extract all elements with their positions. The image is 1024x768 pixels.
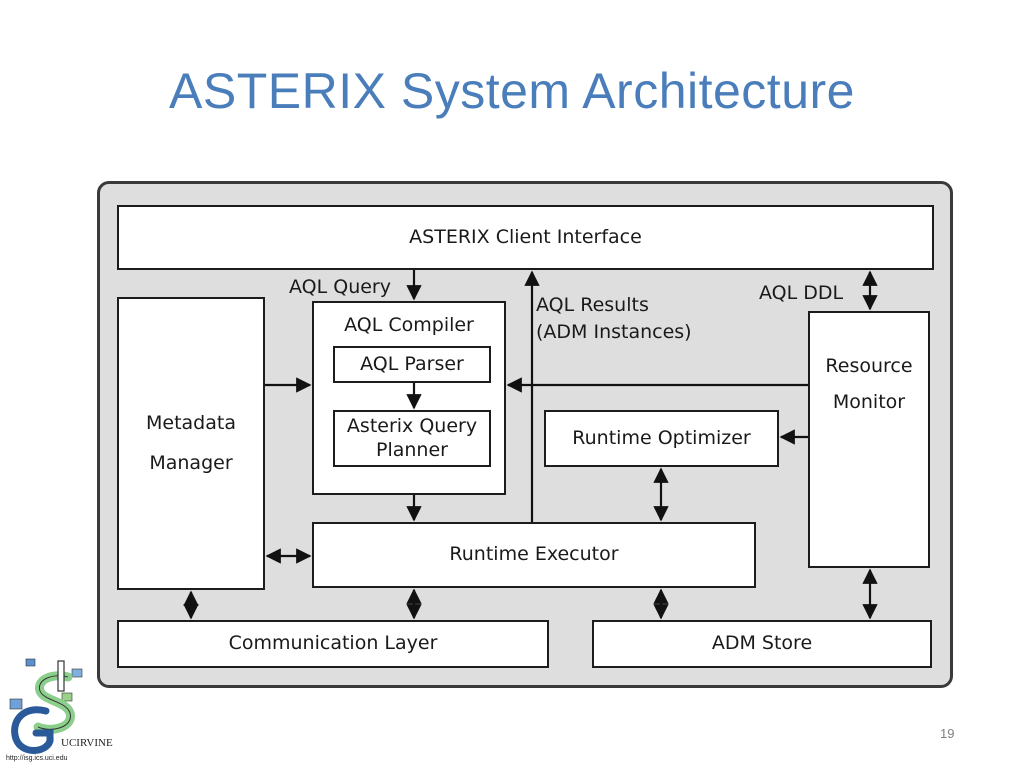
runtime-executor-box: Runtime Executor: [312, 522, 756, 588]
aql-query-label: AQL Query: [289, 276, 391, 298]
communication-layer-label: Communication Layer: [228, 632, 438, 655]
resource-monitor-label-line2: Monitor: [832, 390, 906, 413]
query-planner-box: Asterix Query Planner: [333, 410, 491, 467]
adm-store-box: ADM Store: [592, 620, 932, 668]
logo-org-text: UCIRVINE: [61, 737, 113, 749]
communication-layer-box: Communication Layer: [117, 620, 549, 668]
metadata-manager-label-line2: Manager: [149, 451, 233, 474]
adm-store-label: ADM Store: [711, 632, 813, 655]
slide-title: ASTERIX System Architecture: [169, 63, 855, 119]
runtime-executor-label: Runtime Executor: [449, 543, 619, 566]
page-number: 19: [940, 726, 955, 741]
client-interface-label: ASTERIX Client Interface: [409, 225, 642, 248]
resource-monitor-label-line1: Resource: [825, 354, 913, 377]
runtime-optimizer-box: Runtime Optimizer: [544, 410, 779, 467]
aql-results-label-line2: (ADM Instances): [536, 321, 692, 343]
aql-compiler-label: AQL Compiler: [344, 314, 474, 336]
metadata-manager-label-line1: Metadata: [146, 411, 236, 434]
metadata-manager-box: Metadata Manager: [117, 297, 265, 590]
isg-logo: [9, 658, 83, 754]
query-planner-label-line2: Planner: [376, 438, 448, 461]
logo-url-text: http://isg.ics.uci.edu: [6, 755, 68, 762]
query-planner-label-line1: Asterix Query: [346, 414, 478, 437]
client-interface-box: ASTERIX Client Interface: [117, 205, 934, 270]
aql-parser-box: AQL Parser: [333, 346, 491, 383]
aql-ddl-label: AQL DDL: [759, 282, 844, 304]
aql-parser-label: AQL Parser: [360, 352, 464, 375]
aql-results-label-line1: AQL Results: [536, 294, 649, 316]
runtime-optimizer-label: Runtime Optimizer: [572, 426, 751, 449]
resource-monitor-box: Resource Monitor: [808, 311, 930, 568]
